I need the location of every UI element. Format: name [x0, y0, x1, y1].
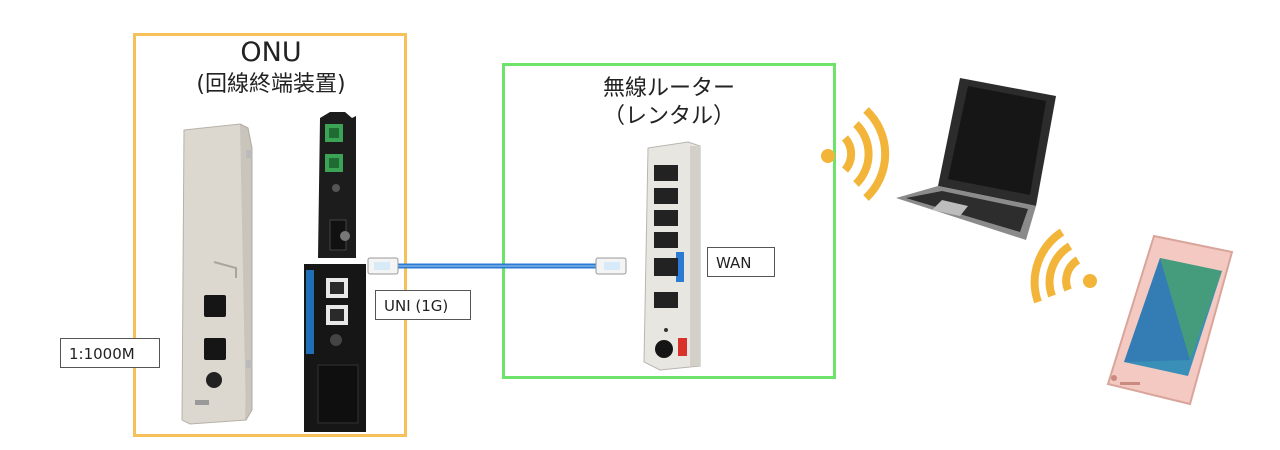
onu-title: ONU: [240, 37, 302, 68]
onu-upper-black-icon: [318, 112, 356, 258]
ethernet-plug-icon: [367, 257, 399, 275]
wifi-signal-icon: [1030, 228, 1097, 304]
wifi-signal-icon: [821, 107, 890, 201]
onu-port-label: 1:1000M: [60, 338, 160, 368]
router-subtitle: （レンタル）: [602, 104, 735, 129]
smartphone-icon: [1106, 234, 1234, 406]
onu-device-icon: [181, 123, 253, 425]
onu-lower-black-icon: [304, 264, 366, 432]
router-frame: [502, 63, 836, 379]
laptop-icon: [896, 78, 1056, 240]
onu-frame: [133, 33, 407, 437]
uni-port-label: UNI (1G): [375, 290, 471, 320]
router-device-icon: [643, 141, 701, 371]
wan-port-label: WAN: [707, 247, 775, 277]
ethernet-plug-icon: [595, 257, 627, 275]
router-title: 無線ルーター: [602, 76, 735, 101]
onu-subtitle: (回線終端装置): [196, 72, 346, 97]
